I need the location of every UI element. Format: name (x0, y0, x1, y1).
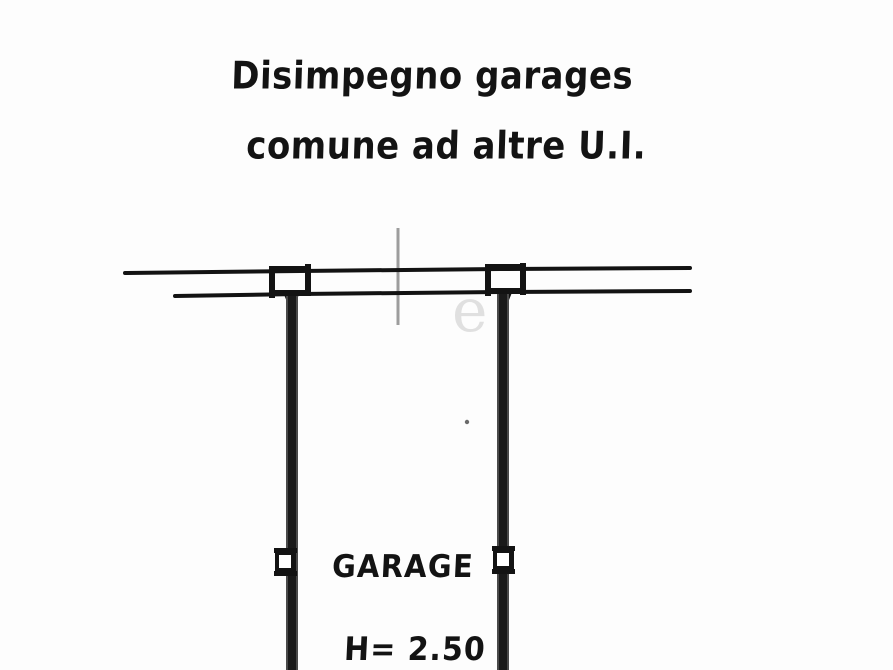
plan-title-line-1: Disimpegno garages (230, 54, 634, 99)
garage-room-label: GARAGE (331, 548, 475, 585)
right-garage-wall (497, 294, 509, 670)
corridor-wall-outer-line (123, 266, 692, 275)
left-pillar (274, 548, 297, 576)
left-garage-wall (286, 296, 298, 670)
ink-speck (464, 419, 470, 425)
ceiling-height-label: H= 2.50 (343, 631, 487, 669)
right-pillar (492, 546, 515, 574)
corridor-wall-inner-line (173, 289, 692, 298)
plan-title-line-2: comune ad altre U.I. (245, 124, 647, 169)
